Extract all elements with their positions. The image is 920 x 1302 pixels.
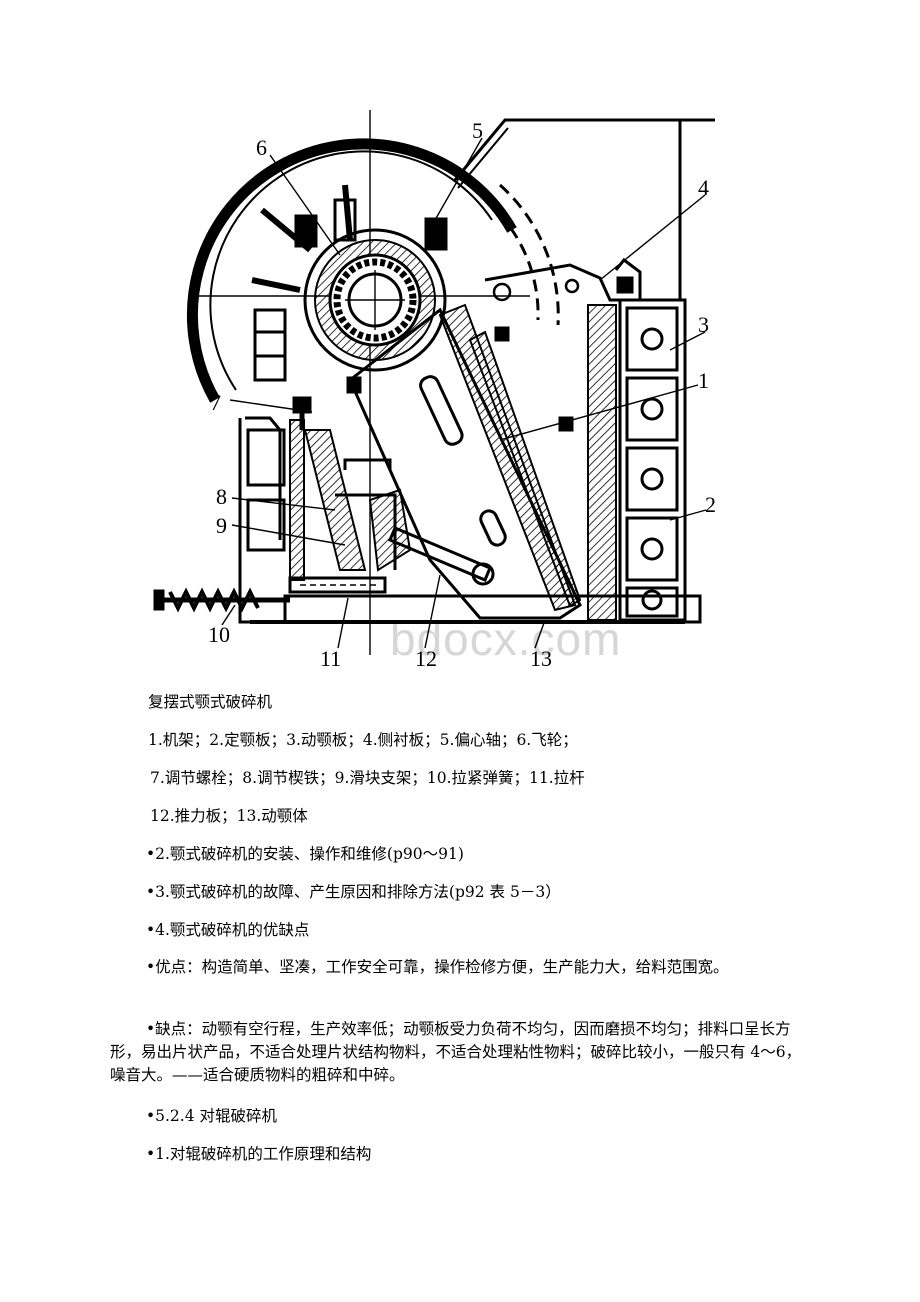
legend-line-1: 1.机架；2.定颚板；3.动颚板；4.侧衬板；5.偏心轴；6.飞轮；: [148, 731, 578, 749]
callout-13: 13: [530, 646, 552, 671]
item-faults: •3.颚式破碎机的故障、产生原因和排除方法(p92 表 5－3）: [146, 883, 561, 901]
eccentric-shaft: [303, 228, 447, 372]
item-install: •2.颚式破碎机的安装、操作和维修(p90～91): [146, 845, 464, 863]
legend-line-2: 7.调节螺栓；8.调节楔铁；9.滑块支架；10.拉紧弹簧；11.拉杆: [150, 769, 585, 787]
callout-1: 1: [698, 368, 709, 393]
figure-caption: 复摆式颚式破碎机: [148, 693, 273, 711]
callout-2: 2: [705, 492, 716, 517]
callout-12: 12: [415, 646, 437, 671]
jaw-crusher-drawing: bdocx.com: [153, 110, 716, 671]
legend-line-3: 12.推力板；13.动颚体: [150, 807, 308, 825]
callout-4: 4: [698, 175, 709, 200]
machine-frame: [238, 308, 702, 624]
callout-7: 7: [210, 390, 221, 415]
disadvantages-paragraph: •缺点：动颚有空行程，生产效率低；动颚板受力负荷不均匀，因而磨损不均匀；排料口呈…: [110, 1020, 802, 1084]
callout-3: 3: [698, 312, 709, 337]
moving-jaw: [346, 303, 582, 620]
feed-hopper: [453, 118, 715, 302]
subsection-heading: •1.对辊破碎机的工作原理和结构: [146, 1145, 372, 1163]
adjusting-mechanism: [288, 396, 412, 594]
callout-5: 5: [472, 118, 483, 143]
callout-10: 10: [208, 622, 230, 647]
leader-lines: [221, 137, 707, 649]
callout-11: 11: [320, 646, 341, 671]
tension-spring: [153, 587, 290, 613]
advantages-paragraph: •优点：构造简单、坚凑，工作安全可靠，操作检修方便，生产能力大，给料范围宽。: [146, 958, 729, 976]
section-heading: •5.2.4 对辊破碎机: [146, 1107, 278, 1125]
callout-8: 8: [216, 484, 227, 509]
jaw-crusher-diagram: bdocx.com: [140, 100, 730, 680]
callout-6: 6: [256, 135, 267, 160]
callout-labels: 1 2 3 4 5 6 7 8 9 10 11 12 13: [208, 118, 716, 671]
item-pros-cons: •4.颚式破碎机的优缺点: [146, 921, 310, 939]
thrust-plate: [388, 526, 495, 586]
fixed-jaw-plates: [587, 257, 687, 622]
callout-9: 9: [216, 513, 227, 538]
